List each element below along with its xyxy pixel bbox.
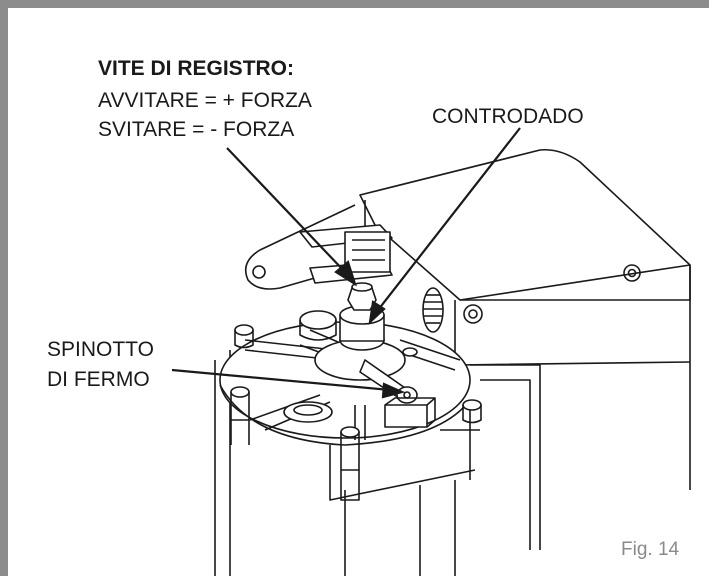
locknut-label: CONTRODADO — [432, 105, 584, 128]
stop-pin-label-line1: SPINOTTO — [47, 338, 154, 361]
leader-lines — [171, 127, 521, 399]
bracket-arm — [244, 204, 393, 290]
adjust-screw-leader — [226, 147, 346, 273]
housing-box — [359, 148, 691, 490]
locknut-leader — [377, 127, 521, 311]
bolts — [230, 324, 482, 501]
boss — [283, 310, 337, 423]
adjust-screw-tighten-label: AVVITARE = + FORZA — [98, 89, 312, 112]
adjust-screw-title: VITE DI REGISTRO: — [98, 57, 295, 80]
locknut-arrowhead — [368, 300, 386, 325]
adjust-screw-loosen-label: SVITARE = - FORZA — [98, 118, 295, 141]
stop-pin-leader — [171, 368, 391, 392]
stop-pin-label-line2: DI FERMO — [47, 368, 150, 391]
figure-caption: Fig. 14 — [621, 539, 680, 560]
stop-pin-arrowhead — [381, 382, 406, 399]
adjust-screw-arrowhead — [334, 260, 357, 287]
lower-panel — [440, 364, 541, 550]
